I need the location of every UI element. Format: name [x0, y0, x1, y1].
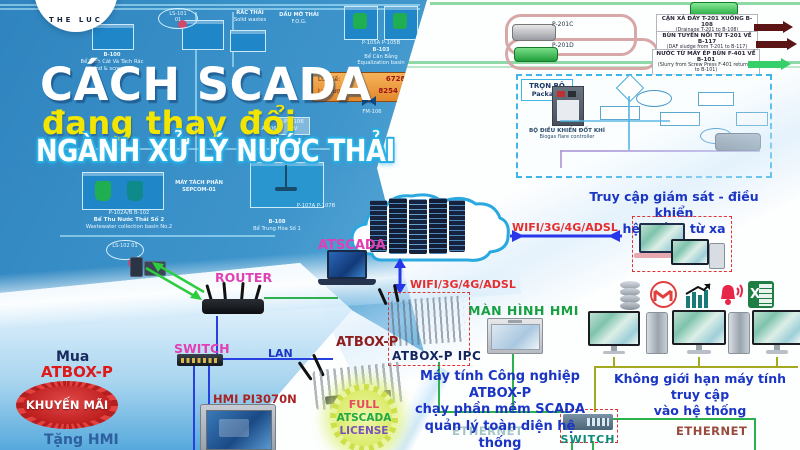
pnid-callout: NƯỚC TỪ MÁY ÉP BÙN F-401 VỀ B-101(Slurry…: [652, 49, 760, 75]
wifi-label-vertical: WIFI/3G/4G/ADSL: [410, 278, 516, 291]
flare-label: BỘ ĐIỀU KHIỂN ĐỐT KHÍ Biogas flare contr…: [529, 128, 605, 140]
remote-devices-box: [632, 216, 732, 272]
hmi-pi3070n-label: HMI PI3070N: [213, 392, 297, 406]
hmi-screen-device: [487, 318, 543, 354]
bg-tank: [230, 30, 266, 52]
client-monitor: [752, 310, 800, 357]
router-label: ROUTER: [215, 270, 273, 285]
arrow-cloud-to-ipc: [394, 258, 406, 294]
title-line-3: NGÀNH XỬ LÝ NƯỚC THẢI: [36, 134, 395, 169]
license-line-2: ATSCADA: [336, 411, 392, 424]
bottom-switch-box: [560, 409, 618, 443]
bottom-switch-device: [563, 414, 613, 430]
lan-label: LAN: [268, 347, 293, 360]
atbox-ipc-device: [377, 284, 466, 347]
bg-tank: [82, 172, 164, 210]
pump-label: P-201D: [552, 42, 574, 49]
brand-logo-text: THE LUC: [49, 16, 103, 24]
bottom-switch-label: SWITCH: [560, 433, 616, 446]
hmi-pi3070n-device: [200, 404, 276, 450]
database-icon: [618, 281, 642, 310]
laptop-atscada: [318, 250, 378, 292]
promo-badge: KHUYẾN MÃI: [16, 381, 118, 429]
atbox-ipc-label: ATBOX-P IPC: [392, 349, 482, 363]
license-starburst: FULL ATSCADA LICENSE: [330, 384, 398, 450]
router-device: [202, 281, 264, 316]
atbox-label: ATBOX-P: [336, 335, 399, 350]
pump-label: P-201C: [552, 21, 574, 28]
flow-arrow: [754, 21, 793, 33]
flow-arrow: [756, 38, 797, 50]
excel-icon: X: [748, 281, 774, 308]
app-icons-row: X: [618, 280, 774, 310]
promo-atbox: ATBOX-P: [41, 363, 113, 381]
client-monitor: [588, 311, 640, 357]
server-rack-cluster: [370, 198, 465, 254]
man-hinh-hmi-label: MÀN HÌNH HMI: [468, 303, 579, 318]
ethernet-right-label: ETHERNET: [676, 424, 748, 438]
gmail-icon: [650, 281, 677, 308]
chart-icon: [684, 282, 712, 309]
client-tower-pc: [728, 312, 750, 354]
switch-device: [177, 354, 223, 366]
arrow-cloud-to-remote: [510, 230, 622, 242]
license-line-1: FULL: [348, 397, 380, 411]
bg-tank: [344, 6, 378, 40]
bg-tank: [92, 24, 134, 50]
wifi-label-horizontal: WIFI/3G/4G/ADSL: [512, 221, 618, 234]
promo-mua: Mua: [56, 349, 90, 365]
client-tower-pc: [646, 312, 668, 354]
promo-tang: Tặng HMI: [44, 432, 119, 448]
flow-arrow: [748, 58, 791, 70]
bg-tank: [384, 6, 418, 40]
atbox-ipc-box: [388, 292, 470, 366]
atscada-label: ATSCADA: [318, 238, 386, 253]
wifi-signal-arrows: [145, 262, 205, 300]
promo-badge-text: KHUYẾN MÃI: [25, 397, 109, 412]
alarm-bell-icon: [716, 282, 744, 309]
ethernet-left-label: ETHERNET: [452, 424, 524, 438]
client-monitor: [672, 310, 726, 357]
title-line-1: CÁCH SCADA: [40, 58, 372, 111]
switch-label: SWITCH: [174, 341, 230, 356]
license-line-3: LICENSE: [339, 424, 389, 437]
title-line-2: đang thay đổi: [42, 104, 297, 142]
